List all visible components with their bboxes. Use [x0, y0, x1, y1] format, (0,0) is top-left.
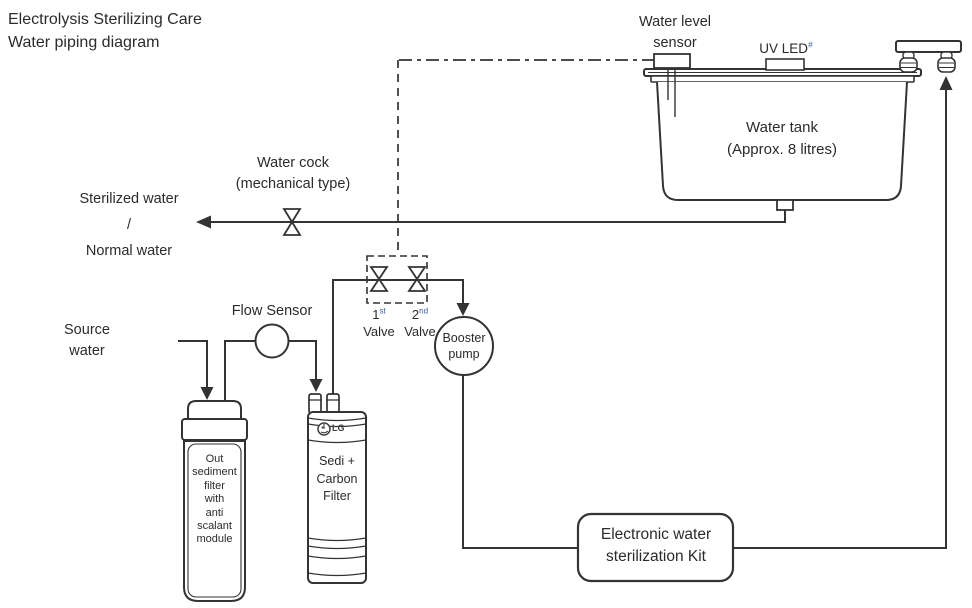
water-tank-line2: (Approx. 8 litres) — [726, 141, 838, 158]
uv-led-superscript: # — [808, 39, 813, 50]
sediment-filter-line: scalant — [197, 520, 232, 533]
water-level-sensor-label: Water level sensor — [601, 12, 749, 54]
sediment-filter-line: with — [204, 493, 225, 506]
kit-line2: sterilization Kit — [606, 547, 706, 565]
faucet-nozzle-left — [899, 51, 918, 73]
pipe-source-to-filter1 — [178, 340, 208, 387]
flow-sensor-shape — [254, 323, 290, 359]
tank-outlet — [776, 199, 794, 211]
pipe-filter1-to-flowsensor — [224, 340, 256, 402]
water-tank-label: Water tank (Approx. 8 litres) — [682, 117, 882, 161]
sediment-filter-line: Out — [205, 453, 224, 465]
uv-led-shape — [765, 58, 805, 71]
sediment-filter-line: anti — [205, 506, 224, 519]
arrow-left-output — [196, 215, 211, 229]
flow-sensor-text: Flow Sensor — [231, 303, 313, 319]
water-tank-shape — [643, 53, 922, 211]
faucet-shape — [895, 40, 962, 73]
kit-line1: Electronic water — [600, 526, 712, 543]
booster-pump-line1: Booster — [442, 331, 486, 345]
water-cock-line2: (mechanical type) — [235, 176, 351, 192]
filter2-port-right — [326, 393, 340, 414]
output-line1: Sterilized water — [79, 191, 179, 207]
sterilization-kit-label: Electronic water sterilization Kit — [580, 524, 732, 567]
second-valve-label: 2nd Valve — [394, 306, 446, 340]
diagram-title: Electrolysis Sterilizing Care Water pipi… — [8, 8, 202, 54]
flow-sensor-label: Flow Sensor — [210, 302, 334, 320]
water-tank-line1: Water tank — [746, 119, 818, 136]
sediment-filter-line: filter — [204, 479, 225, 492]
title-line1: Electrolysis Sterilizing Care — [8, 11, 202, 28]
source-line2: water — [69, 343, 105, 359]
lg-brand-label: LG — [332, 423, 354, 433]
booster-pump-label: Booster pump — [434, 331, 494, 362]
faucet-nozzle-right — [937, 51, 956, 73]
arrow-up-faucet — [939, 76, 953, 90]
sediment-filter-label: Out sediment filter with anti scalant mo… — [185, 453, 244, 547]
water-cock-line1: Water cock — [257, 155, 329, 171]
carbon-filter-shape — [307, 393, 367, 584]
second-valve-word: Valve — [404, 324, 436, 339]
sediment-filter-line: sediment — [192, 466, 237, 479]
pipe-filter2-to-pump — [332, 279, 464, 394]
water-level-sensor-shape — [653, 53, 691, 69]
output-line3: Normal water — [85, 243, 173, 259]
output-line2: / — [126, 217, 132, 233]
booster-pump-shape — [434, 316, 494, 376]
sensor-probes — [667, 68, 676, 117]
arrow-down-filter2 — [309, 379, 323, 392]
booster-pump-line2: pump — [448, 346, 480, 361]
second-valve-sup: nd — [419, 306, 429, 316]
pipe-tank-to-output — [211, 210, 786, 223]
water-level-sensor-line2: sensor — [653, 35, 697, 51]
uv-led-text: UV LED — [759, 41, 809, 56]
source-line1: Source — [64, 322, 110, 338]
first-valve-number: 1st — [353, 306, 405, 323]
arrow-down-pump — [456, 303, 470, 316]
second-valve-num-text: 2 — [411, 307, 420, 322]
first-valve-label: 1st Valve — [353, 306, 405, 340]
output-water-label: Sterilized water / Normal water — [42, 186, 216, 264]
uv-led-label: UV LED# — [748, 39, 824, 57]
second-valve-number: 2nd — [394, 306, 446, 323]
carbon-filter-label: Sedi + Carbon Filter — [304, 453, 370, 506]
sterilization-kit-shape — [576, 512, 735, 583]
sediment-filter-shape — [181, 400, 248, 602]
water-level-sensor-line1: Water level — [639, 14, 711, 30]
first-valve-icon — [369, 266, 389, 292]
lg-logo-icon — [317, 422, 331, 436]
title-line2: Water piping diagram — [8, 34, 160, 51]
filter2-port-left — [308, 393, 322, 414]
first-valve-num-text: 1 — [372, 307, 380, 322]
first-valve-word: Valve — [363, 324, 395, 339]
source-water-label: Source water — [36, 320, 138, 362]
second-valve-icon — [407, 266, 427, 292]
water-cock-valve-icon — [282, 208, 302, 236]
water-cock-label: Water cock (mechanical type) — [201, 153, 385, 195]
sediment-filter-line: module — [196, 533, 233, 546]
first-valve-sup: st — [379, 306, 386, 316]
carbon-filter-line: Filter — [323, 489, 351, 503]
arrow-down-filter1 — [200, 387, 214, 400]
carbon-filter-line: Sedi + — [319, 454, 355, 468]
pipe-flowsensor-to-filter2 — [288, 340, 317, 379]
carbon-filter-line: Carbon — [316, 471, 358, 486]
lg-brand-text: LG — [332, 423, 345, 433]
